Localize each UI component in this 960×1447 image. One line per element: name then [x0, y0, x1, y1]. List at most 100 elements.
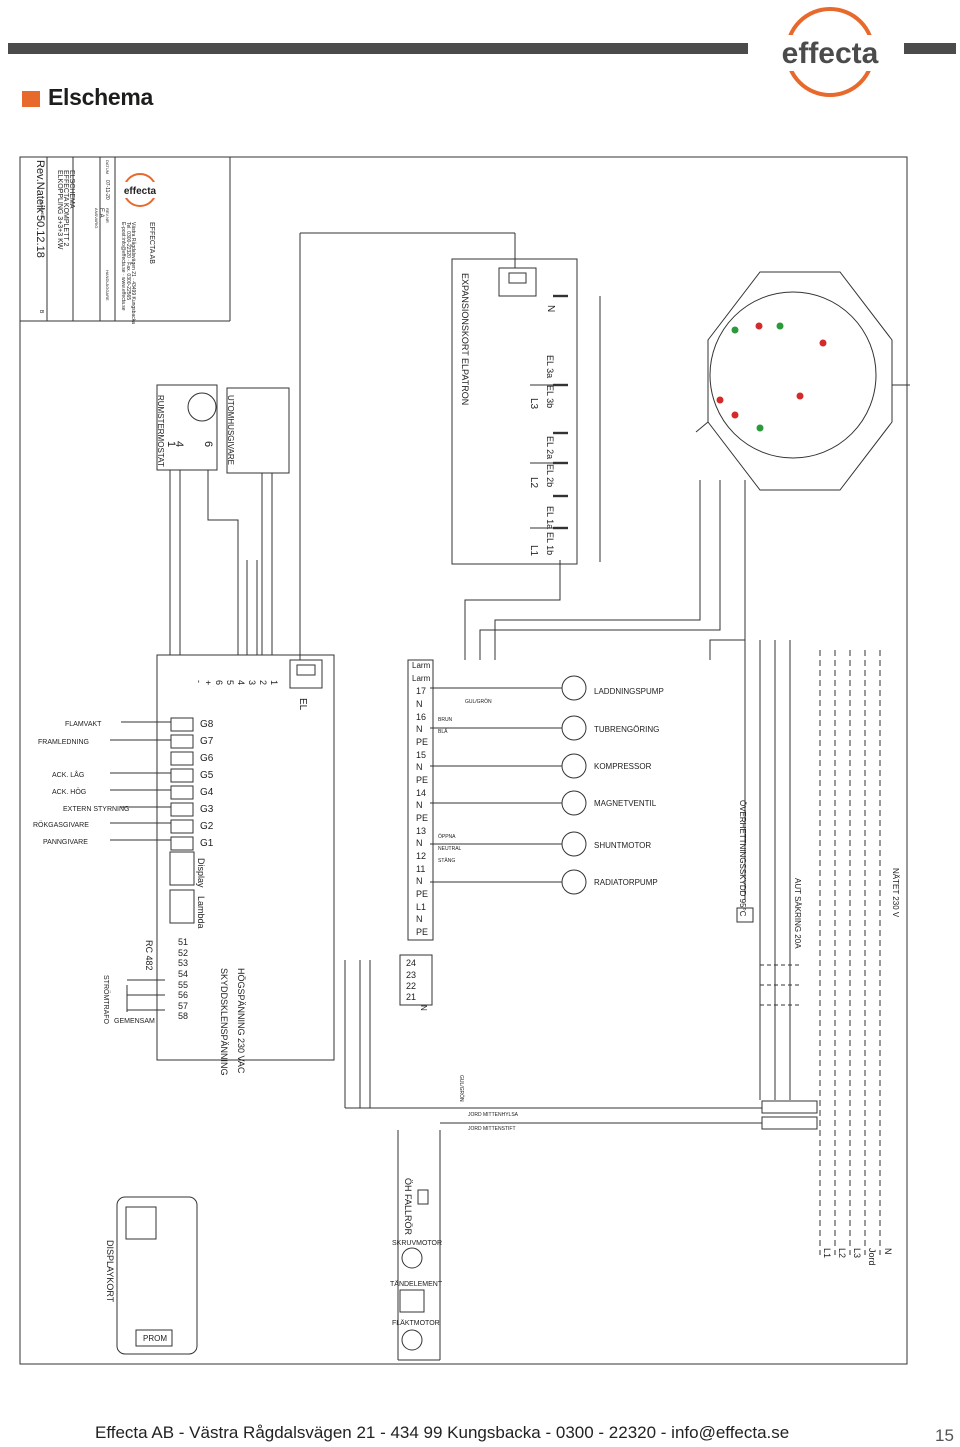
terminal-21: 21: [406, 992, 416, 1002]
pump-magnetventil: MAGNETVENTIL: [594, 799, 657, 808]
mains-label: NÄTET 230 V: [891, 868, 900, 918]
tb-sheet: B: [38, 310, 44, 314]
terminal-pe-4: PE: [416, 889, 428, 899]
radiatorpump: [561, 869, 587, 895]
terminal-n-6: N: [416, 876, 423, 886]
g1: G1: [200, 838, 214, 849]
thermostat-label: RUMSTERMOSTAT: [156, 395, 165, 467]
flaktmotor-label: FLÄKTMOTOR: [392, 1319, 440, 1327]
wire-stang: STÄNG: [438, 857, 455, 864]
thermostat-pin-1: 1: [165, 441, 177, 447]
tb-id-small: NUMMER: [40, 200, 45, 218]
shuntmotor: [561, 831, 587, 857]
display-port-label: Display: [196, 858, 206, 888]
wire-neutral: NEUTRAL: [438, 846, 462, 852]
tb-rev-label: REV.NR: [105, 208, 110, 223]
flaktmotor: [401, 1329, 423, 1351]
rc-53: 53: [178, 958, 188, 968]
g2: G2: [200, 821, 214, 832]
g5: G5: [200, 770, 214, 781]
overheat-label: ÖVERHETTNINGSSKYDD 95°C: [738, 800, 747, 917]
thermostat-pin-4: 4: [173, 441, 185, 447]
terminal-16: 16: [416, 712, 426, 722]
terminal-block: [407, 659, 434, 941]
thermostat-pin-6: 6: [202, 441, 214, 447]
tb-rev: E.A: [98, 208, 104, 218]
sheet-frame: [19, 156, 908, 1365]
terminal-pe-5: PE: [416, 927, 428, 937]
terminal-2: 2: [258, 680, 268, 685]
larm-2: Larm: [412, 674, 431, 683]
gul-gron-small: GUL/GRÖN: [458, 1075, 465, 1102]
jord-mittenhylsa: JORD MITTENHYLSA: [468, 1112, 519, 1118]
tubrengoring-motor: [561, 715, 587, 741]
terminal-pe-1: PE: [416, 737, 428, 747]
tandelement: [399, 1289, 425, 1313]
terminal-5: 5: [225, 680, 235, 685]
heater-connection-dots: [716, 322, 827, 432]
tandelement-label: TÄNDELEMENT: [390, 1280, 443, 1288]
terminal-24: 24: [406, 958, 416, 968]
rc-51: 51: [178, 937, 188, 947]
high-voltage-label: HÖGSPÄNNING 230 VAC: [236, 968, 246, 1074]
terminal-l1: L1: [416, 902, 426, 912]
logo-text: effecta: [782, 37, 879, 70]
kompressor-motor: [561, 753, 587, 779]
mains-n: N: [883, 1248, 893, 1255]
heater-el1a: EL 1a: [545, 506, 555, 529]
header-bar-right: [904, 43, 956, 54]
tb-company: EFFECTA AB: [148, 222, 155, 264]
sensor-flamvakt: FLAMVAKT: [65, 721, 102, 728]
gemensam-label: GEMENSAM: [114, 1018, 155, 1025]
page-number: 15: [935, 1426, 954, 1445]
title-block-logo: effecta: [123, 173, 157, 207]
tb-approved-label: ANSVARIG: [94, 208, 99, 228]
wire-oppna: ÖPPNA: [438, 833, 456, 840]
rc-57: 57: [178, 1001, 188, 1011]
tb-id-label: Rev.Nateik: [34, 160, 46, 213]
rc-58: 58: [178, 1011, 188, 1021]
jord-mittenstift: JORD MITTENSTIFT: [468, 1126, 516, 1132]
wire-gul-gron: GUL/GRÖN: [465, 698, 492, 705]
heater-el3a: EL 3a: [545, 355, 555, 378]
pump-tubrengoring: TUBRENGÖRING: [594, 725, 659, 734]
terminal-12: 12: [416, 851, 426, 861]
lambda-port-label: Lambda: [196, 896, 206, 929]
larm-1: Larm: [412, 661, 431, 670]
thermostat-box: [156, 384, 218, 471]
tb-web: E-post:info@effecta.se · www.effecta.se: [120, 222, 126, 311]
display-card: [116, 1196, 198, 1355]
expansion-card-label: EXPANSIONSKORT ELPATRON: [460, 273, 470, 405]
protective-voltage-label: SKYDDSKLENSPÄNNING: [219, 968, 229, 1076]
oh-fallror-sensor: [417, 1189, 429, 1205]
mains-l2: L2: [837, 1248, 847, 1258]
main-controller-box: [156, 654, 335, 1061]
terminal-17: 17: [416, 686, 426, 696]
g7: G7: [200, 736, 214, 747]
g6: G6: [200, 753, 214, 764]
title-accent-square: [22, 91, 40, 107]
tb-doc-2: EFFECTA KOMPLETT 2: [62, 170, 69, 246]
terminal-pe-3: PE: [416, 813, 428, 823]
outdoor-sensor-box: [226, 387, 290, 474]
tb-handler-label: HANDLÄGGARE: [105, 270, 110, 301]
terminal-22: 22: [406, 981, 416, 991]
terminal-n-lower: N: [419, 1005, 428, 1011]
wire-brun: BRUN: [438, 717, 453, 723]
sensor-framledning: FRAMLEDNING: [38, 739, 89, 746]
terminal-n-3: N: [416, 762, 423, 772]
mains-l3: L3: [852, 1248, 862, 1258]
g4: G4: [200, 787, 214, 798]
terminal-3: 3: [247, 680, 257, 685]
sensor-extern: EXTERN STYRNING: [63, 806, 130, 813]
heater-el3b: EL 3b: [545, 385, 555, 408]
tb-date: 07-11-20: [104, 180, 110, 200]
g3: G3: [200, 804, 214, 815]
heater-el2b: EL 2b: [545, 464, 555, 487]
rc-label: RC 482: [144, 940, 154, 971]
fuse-label: AUT SÄKRING 20A: [793, 878, 802, 949]
terminal-14: 14: [416, 788, 426, 798]
magnetventil: [561, 790, 587, 816]
terminal-n-2: N: [416, 724, 423, 734]
terminal-plus: +: [203, 680, 213, 685]
